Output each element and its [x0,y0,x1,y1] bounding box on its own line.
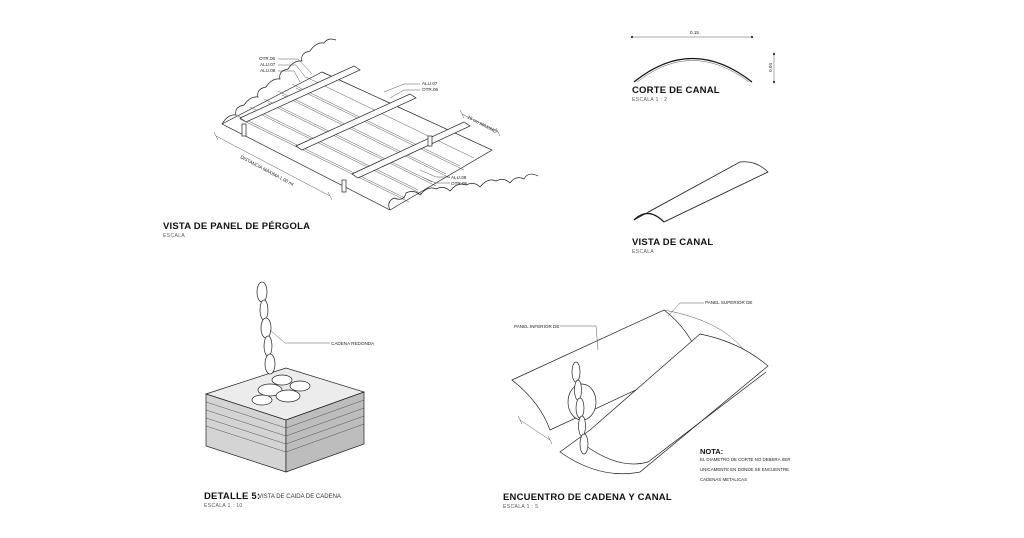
pergola-label-alu07-right: ALU.07 [422,81,438,86]
pergola-label-otr05-bottom: OTR.05 [451,181,468,186]
encuentro-chain [571,361,589,455]
vista-canal-front-arc [633,212,665,223]
detalle-chain-pool [251,374,311,406]
detalle-title: DETALLE 5: [204,491,260,502]
pergola-slats [235,76,475,203]
vista-canal-scale: ESCALA [632,249,654,255]
encuentro-lower-panel [511,309,701,431]
pergola-label-alu08-bottom: ALU.08 [451,175,467,180]
corte-height-dimension [772,52,776,84]
corte-canal-inner-profile [636,60,750,83]
encuentro-drawing: PANEL SUPERIOR DE PANEL INFERIOR DE [511,300,769,475]
encuentro-dimension [517,415,553,445]
vista-canal-drawing [633,161,769,223]
encuentro-upper-panel [559,333,769,475]
detalle-chain-vertical [256,281,276,375]
corte-height-text: 0.04 [768,63,773,72]
encuentro-title: ENCUENTRO DE CADENA Y CANAL [503,492,672,503]
pergola-label-alu08-top: ALU.08 [260,68,276,73]
pergola-label-otr06-right: OTR.06 [422,87,439,92]
vista-canal-top-edge [647,161,741,213]
pergola-label-alu07-top: ALU.07 [260,62,276,67]
encuentro-leader-superior [667,302,704,317]
corte-canal-drawing: 0.15 0.04 [630,30,776,84]
pergola-posts [241,123,433,193]
encuentro-top-curve [663,309,745,351]
pergola-leader-lines [278,58,450,184]
encuentro-label-inferior: PANEL INFERIOR DE [514,324,559,329]
detalle-label-cadena: CADENA REDONDA [331,341,375,346]
encuentro-scale: ESCALA 1 : 5 [503,504,538,510]
detalle-block-right [285,391,365,473]
pergola-channel-edge-top [221,38,337,125]
pergola-channel-edge-bottom [388,173,539,211]
vista-canal-title: VISTA DE CANAL [632,237,713,248]
pergola-dim-15cm-text: 15 cm MÁXIMO [467,114,499,135]
detalle-leader [269,329,330,344]
encuentro-note-line-1: EL DIAMETRO DE CORTE NO DEBERA SER [700,457,791,462]
encuentro-label-superior: PANEL SUPERIOR DE [705,300,752,305]
detalle-subtitle: VISTA DE CAIDA DE CADENA [258,494,341,500]
pergola-scale: ESCALA [163,233,185,239]
pergola-dimension-distance [213,131,333,201]
corte-width-text: 0.15 [690,30,699,35]
encuentro-note-line-3: CADENAS METALICAS [700,477,747,482]
pergola-dim-distance-text: DISTANCIA MÁXIMA 1.00 mt [240,154,296,188]
encuentro-upper-edge [585,371,767,465]
corte-title: CORTE DE CANAL [632,85,720,96]
corte-width-dimension [630,35,754,39]
encuentro-leader-inferior [560,325,599,351]
pergola-title: VISTA DE PANEL DE PÉRGOLA [163,221,310,232]
pergola-dimension-15cm [459,109,501,137]
pergola-label-otr06-top: OTR.06 [259,56,276,61]
vista-canal-bottom-edge [663,171,769,223]
corte-canal-profile [633,57,753,83]
pergola-panel-drawing: DISTANCIA MÁXIMA 1.00 mt 15 cm MÁXIMO OT… [213,38,539,211]
detalle-drawing: CADENA REDONDA [204,281,375,473]
encuentro-note-title: NOTA: [700,447,723,456]
vista-canal-body [633,161,769,223]
encuentro-note-line-2: UNICAMENTE EN DONDE SE ENCUENTRE [700,467,789,472]
pergola-cross-beams [239,65,471,179]
detalle-layer-lines [205,399,365,453]
corte-scale: ESCALA 1 : 2 [632,97,667,103]
detalle-scale: ESCALA 1 : 10 [204,503,243,509]
